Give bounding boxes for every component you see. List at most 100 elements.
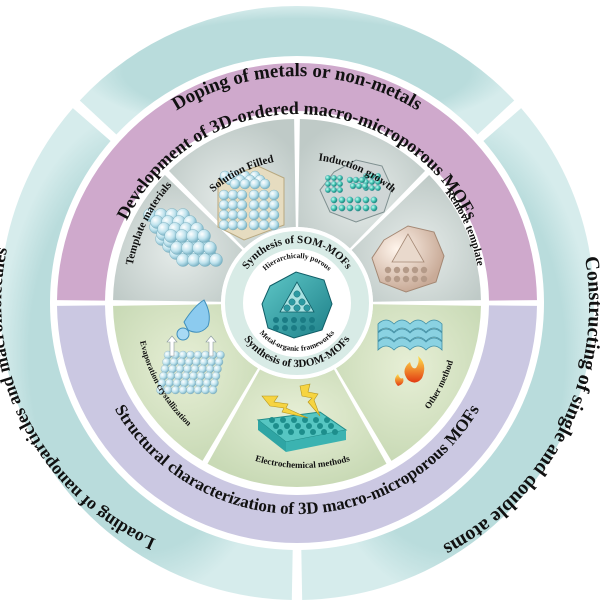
flame-icon (395, 374, 404, 386)
pore (303, 304, 311, 312)
pore (293, 290, 301, 298)
sphere (174, 371, 183, 381)
framework-layer (377, 328, 443, 342)
sphere (236, 219, 248, 231)
sphere (193, 350, 203, 360)
sphere (258, 209, 270, 221)
sphere (180, 378, 189, 388)
sphere (214, 357, 224, 367)
sphere (330, 196, 338, 204)
pore (309, 325, 315, 331)
sphere (187, 378, 197, 388)
pore (291, 417, 297, 423)
pore (411, 275, 419, 283)
sphere (216, 350, 225, 360)
sphere (197, 229, 211, 243)
sphere (168, 364, 177, 374)
sphere (363, 172, 370, 179)
sphere (362, 196, 370, 204)
pore (284, 423, 290, 429)
pore (273, 325, 279, 331)
film-front (286, 430, 346, 452)
sphere (202, 378, 212, 388)
sphere (375, 184, 382, 191)
sphere (208, 385, 218, 395)
sphere-stack-icon (143, 208, 223, 267)
pore (300, 317, 306, 323)
sphere (201, 350, 210, 360)
middle-ring (57, 62, 537, 544)
pore (273, 317, 279, 323)
lightning-icon (299, 383, 321, 417)
sphere (203, 241, 217, 255)
lightning-icon (261, 395, 309, 419)
sphere (325, 174, 332, 181)
sphere (195, 378, 204, 388)
sphere (218, 209, 230, 221)
sphere (331, 174, 338, 181)
sphere (338, 196, 346, 204)
sphere (213, 364, 222, 374)
sphere (268, 219, 280, 231)
polyhedron-growth-icon (319, 159, 393, 223)
pore (300, 325, 306, 331)
sphere (160, 364, 170, 374)
sphere (192, 357, 201, 367)
droplet-small (176, 327, 190, 341)
porous-mof-crystal-icon (261, 271, 333, 339)
sphere (375, 172, 382, 179)
pore (299, 429, 305, 435)
sphere (355, 182, 363, 190)
sphere (346, 176, 354, 184)
middle-segment-structural (57, 305, 537, 544)
pore (393, 266, 401, 274)
sphere (166, 371, 176, 381)
sphere (186, 350, 195, 360)
sphere (369, 178, 376, 185)
pore (420, 275, 428, 283)
sphere (354, 204, 362, 212)
sphere (361, 182, 369, 190)
pore (269, 417, 275, 423)
pore (288, 429, 294, 435)
sphere (193, 385, 203, 395)
sphere (325, 186, 332, 193)
lightning-film-icon (256, 383, 348, 452)
sphere (331, 186, 338, 193)
pore (288, 298, 296, 306)
outer-segment-loading (0, 108, 293, 600)
sphere (248, 219, 260, 231)
sphere (178, 385, 188, 395)
pore (321, 429, 327, 435)
pore (273, 423, 279, 429)
outer-segment-doping (79, 6, 515, 135)
sphere (227, 219, 239, 231)
pore (420, 266, 428, 274)
sphere (346, 204, 354, 212)
pore (317, 423, 323, 429)
sphere (259, 178, 271, 190)
sphere (177, 357, 186, 367)
sphere (239, 178, 251, 190)
sphere (248, 199, 260, 211)
sphere (178, 350, 188, 360)
sphere (236, 209, 248, 221)
pore (291, 317, 297, 323)
sphere (227, 209, 239, 221)
sphere (258, 199, 270, 211)
pore (402, 266, 410, 274)
pore (402, 275, 410, 283)
sphere (268, 199, 280, 211)
sphere (201, 385, 210, 395)
pore (306, 423, 312, 429)
sphere (249, 178, 261, 190)
pore (313, 417, 319, 423)
sphere (337, 180, 344, 187)
sphere (218, 219, 230, 231)
pore (328, 423, 334, 429)
droplet (183, 299, 210, 333)
sphere (369, 184, 376, 191)
sphere (236, 199, 248, 211)
sphere (236, 189, 248, 201)
